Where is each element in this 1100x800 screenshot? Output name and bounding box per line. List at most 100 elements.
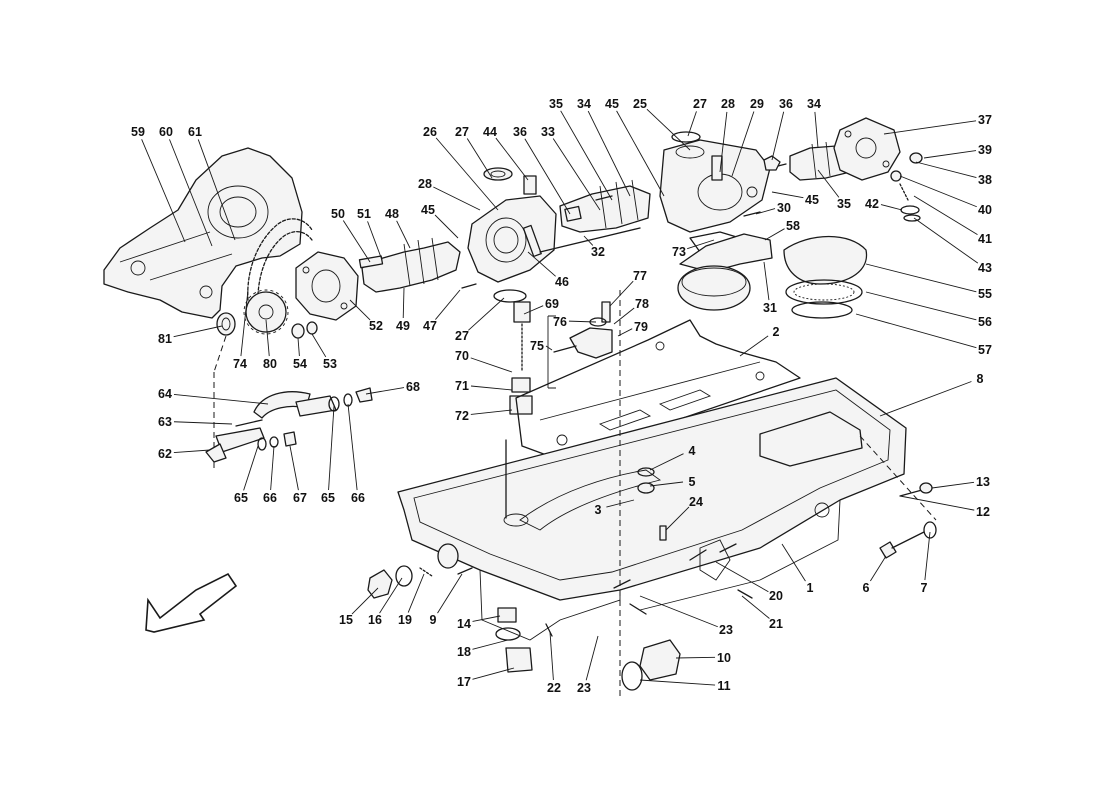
- callout-23a: 23: [639, 595, 733, 637]
- callout-28a: 28: [418, 177, 481, 211]
- callout-63: 63: [158, 415, 233, 429]
- callout-number: 64: [158, 387, 172, 401]
- callout-16: 16: [368, 577, 403, 627]
- callout-number: 35: [549, 97, 563, 111]
- leader-line: [639, 595, 718, 628]
- callout-number: 26: [423, 125, 437, 139]
- callout-2: 2: [739, 325, 780, 357]
- leader-line: [613, 307, 635, 325]
- callout-number: 25: [633, 97, 647, 111]
- leader-line: [472, 615, 501, 622]
- strainer-bowl-55: [783, 235, 868, 285]
- callout-69: 69: [523, 297, 559, 315]
- leader-line: [433, 186, 481, 211]
- callout-70: 70: [455, 349, 513, 373]
- callout-number: 34: [807, 97, 821, 111]
- callout-number: 52: [369, 319, 383, 333]
- callout-15: 15: [339, 587, 379, 627]
- callout-number: 11: [717, 679, 730, 693]
- callout-66a: 66: [263, 445, 277, 505]
- callout-22: 22: [547, 631, 561, 695]
- callout-number: 33: [541, 125, 555, 139]
- callout-number: 60: [159, 125, 173, 139]
- leader-line: [470, 385, 513, 391]
- callout-57: 57: [855, 313, 992, 357]
- callout-47: 47: [423, 289, 461, 333]
- leader-line: [731, 111, 755, 177]
- callout-35b: 35: [817, 169, 851, 211]
- callout-number: 31: [763, 301, 777, 315]
- callout-5: 5: [649, 475, 696, 489]
- callout-number: 72: [455, 409, 469, 423]
- leader-line: [367, 221, 383, 261]
- bolt-30: [743, 211, 761, 217]
- bolt-6-7: [879, 521, 937, 559]
- callout-76: 76: [553, 315, 597, 329]
- callout-number: 5: [689, 475, 696, 489]
- callout-number: 70: [455, 349, 469, 363]
- leader-line: [468, 297, 505, 331]
- leader-line: [865, 263, 977, 293]
- callout-7: 7: [921, 531, 931, 595]
- callout-number: 51: [357, 207, 371, 221]
- callout-37: 37: [883, 113, 992, 135]
- leader-line: [470, 409, 513, 415]
- nut-36: [763, 155, 781, 171]
- callout-number: 59: [131, 125, 145, 139]
- callout-number: 12: [976, 505, 990, 519]
- leader-line: [771, 191, 804, 199]
- leader-line: [365, 387, 405, 395]
- callout-64: 64: [158, 387, 269, 405]
- callout-65a: 65: [234, 445, 259, 505]
- strainer-mesh-56: [785, 279, 863, 305]
- leader-line: [141, 139, 186, 243]
- callout-51: 51: [357, 207, 383, 261]
- oring-27b: [671, 131, 701, 143]
- callout-50: 50: [331, 207, 371, 263]
- callout-number: 22: [547, 681, 561, 695]
- leader-line: [545, 345, 553, 351]
- callout-61: 61: [188, 125, 236, 241]
- callout-53: 53: [311, 333, 337, 371]
- leader-line: [739, 335, 769, 357]
- leader-line: [472, 667, 515, 680]
- leader-line: [169, 139, 213, 247]
- callout-77: 77: [609, 269, 647, 307]
- leader-line: [270, 445, 275, 491]
- callout-number: 27: [455, 329, 469, 343]
- callout-29: 29: [731, 97, 764, 177]
- callout-number: 73: [672, 245, 686, 259]
- callout-number: 36: [779, 97, 793, 111]
- leader-line: [407, 573, 425, 613]
- drain-plug-15-19: [367, 543, 473, 599]
- callout-79: 79: [617, 320, 648, 337]
- direction-arrow-icon: [145, 572, 238, 633]
- leader-line: [173, 325, 223, 338]
- relief-valve-40-43: [890, 152, 923, 222]
- callout-number: 81: [158, 332, 172, 346]
- callout-3: 3: [595, 499, 635, 517]
- leader-line: [899, 175, 977, 208]
- callout-55: 55: [865, 263, 992, 301]
- callout-44: 44: [483, 125, 529, 181]
- callout-9: 9: [430, 573, 463, 627]
- callout-65b: 65: [321, 405, 335, 505]
- callout-12: 12: [899, 495, 990, 519]
- callout-number: 7: [921, 581, 928, 595]
- callout-number: 10: [717, 651, 731, 665]
- stud-47: [461, 283, 477, 289]
- callout-number: 40: [978, 203, 992, 217]
- callout-1: 1: [781, 543, 814, 595]
- bolt-13-12: [899, 482, 933, 497]
- leader-line: [869, 555, 887, 582]
- callout-28b: 28: [719, 97, 735, 173]
- leader-line: [379, 577, 403, 614]
- callout-number: 3: [595, 503, 602, 517]
- callout-number: 68: [406, 380, 420, 394]
- callout-number: 34: [577, 97, 591, 111]
- rear-pump-cover: [833, 117, 901, 181]
- leader-line: [606, 499, 635, 508]
- leader-line: [814, 111, 819, 149]
